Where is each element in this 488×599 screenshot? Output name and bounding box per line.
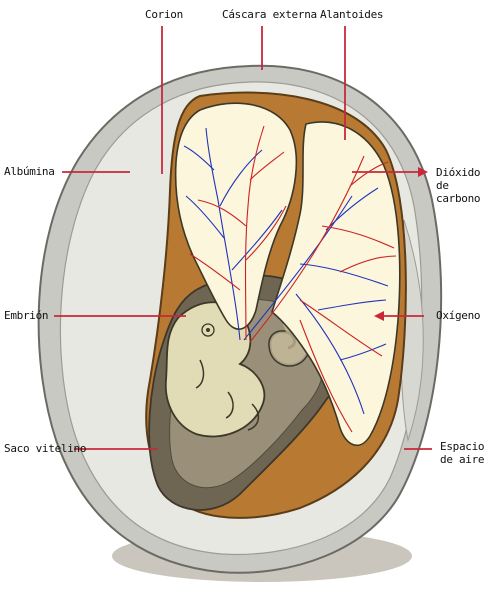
label-oxigeno: Oxígeno <box>436 309 480 322</box>
label-cascara-externa: Cáscara externa <box>222 8 317 21</box>
label-corion: Corion <box>145 8 183 21</box>
label-dioxido-de-carbono: Dióxido de carbono <box>436 166 488 205</box>
label-alantoides: Alantoides <box>320 8 383 21</box>
embryo-pupil <box>206 328 210 332</box>
label-embrion: Embrión <box>4 309 48 322</box>
label-saco-vitelino: Saco vitelino <box>4 442 86 455</box>
label-espacio-de-aire: Espacio de aire <box>440 440 486 466</box>
label-albumina: Albúmina <box>4 165 55 178</box>
